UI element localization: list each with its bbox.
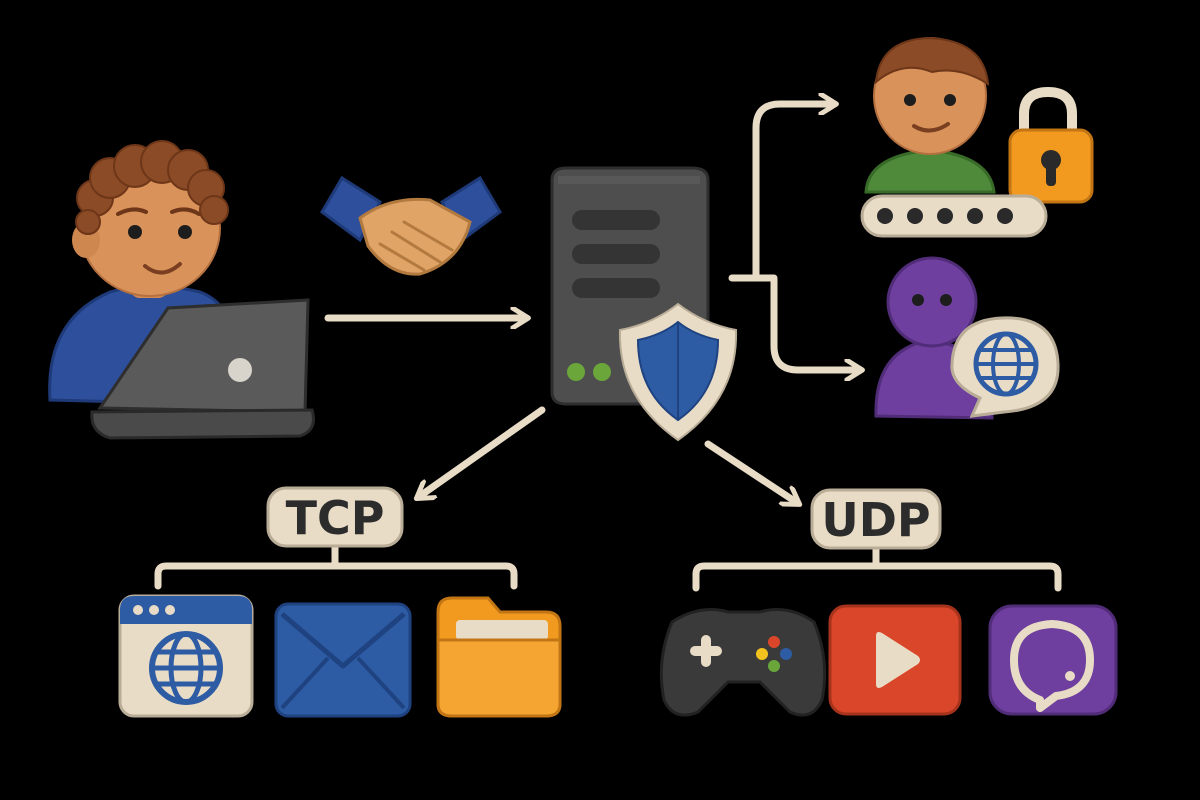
udp-label: UDP [810,488,942,550]
voice-chat-icon [988,604,1118,716]
globe-speech-bubble [950,316,1060,418]
gamepad-icon [659,608,827,717]
udp-label-text: UDP [821,493,930,547]
laptop [90,298,315,440]
udp-branch [692,544,1062,592]
tcp-label-text: TCP [286,491,385,545]
password-field [860,194,1048,238]
folder-icon [436,596,562,718]
lock-icon [1008,86,1094,204]
web-browser-icon [118,594,254,718]
connectors [154,104,1062,592]
shield-icon [618,302,738,442]
server-to-tcp-arrow [420,406,546,496]
email-icon [274,602,412,718]
server-to-udp-arrow [704,440,796,502]
server-to-web-user-arrow [752,274,858,370]
handshake-icon [320,175,502,276]
server-to-secure-user-arrow [728,104,832,282]
tcp-label: TCP [266,486,404,548]
video-play-icon [828,604,962,716]
tcp-branch [154,542,518,590]
secure-user [864,36,996,194]
